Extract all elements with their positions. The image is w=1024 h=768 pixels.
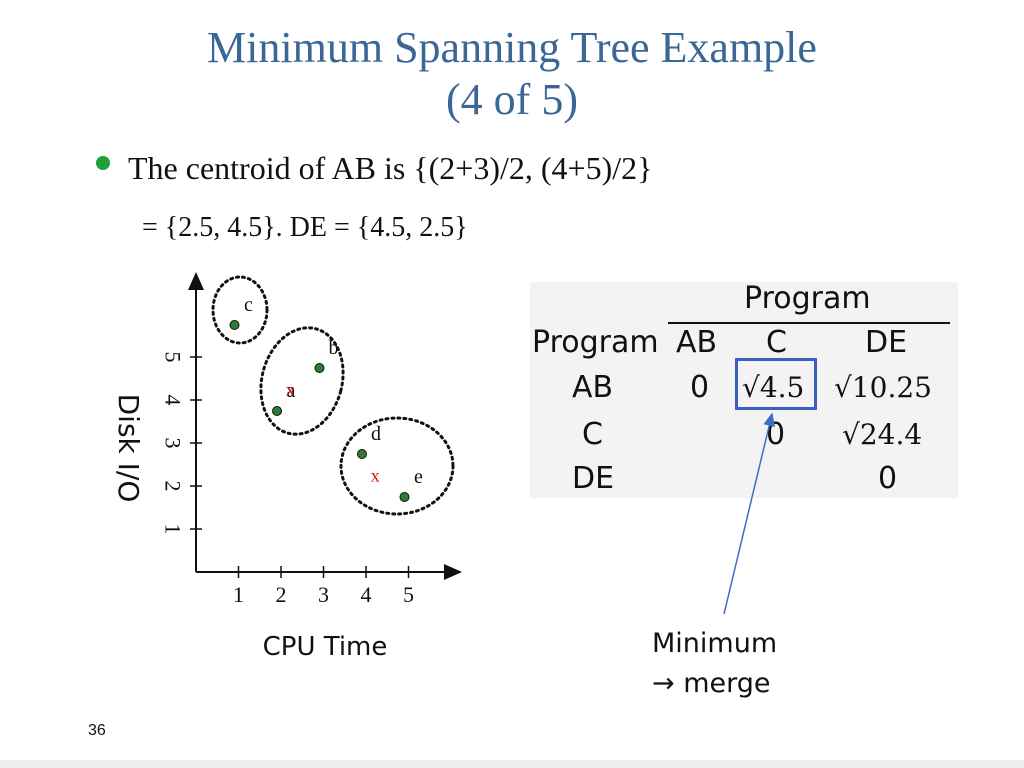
bullet-text: The centroid of AB is {(2+3)/2, (4+5)/2}: [128, 150, 653, 186]
cell-ab-ab: 0: [690, 370, 710, 405]
data-point-c: [229, 320, 240, 330]
centroid-marker: x: [371, 466, 380, 486]
cell-c-de: √24.4: [842, 418, 923, 451]
note-line-1: Minimum: [652, 628, 778, 659]
data-point-d: [357, 449, 367, 459]
cluster-c-outline: [211, 275, 269, 345]
y-tick-label: 3: [161, 438, 186, 449]
column-group-header: Program: [744, 281, 871, 316]
data-point-a: [272, 406, 282, 416]
y-tick-label: 2: [161, 481, 186, 492]
x-axis-title: CPU Time: [262, 632, 388, 662]
x-tick-label: 1: [233, 582, 244, 607]
title-line-2: (4 of 5): [446, 75, 578, 124]
point-label-e: e: [414, 466, 423, 488]
col-header-de: DE: [865, 325, 908, 360]
x-tick-label: 4: [361, 582, 372, 607]
centroid-marker: x: [286, 380, 295, 400]
row-label-ab: AB: [572, 370, 614, 405]
title-line-1: Minimum Spanning Tree Example: [207, 23, 817, 72]
pointer-line: [723, 412, 776, 615]
y-tick-label: 1: [161, 524, 186, 535]
x-tick-label: 5: [403, 582, 414, 607]
x-tick-label: 3: [318, 582, 329, 607]
note-line-2: → merge: [652, 668, 771, 699]
point-label-b: b: [329, 337, 339, 359]
row-label-de: DE: [572, 461, 615, 496]
footer-bar: [0, 760, 1024, 768]
minimum-merge-note: Minimum → merge: [652, 624, 777, 704]
cell-ab-c: √4.5: [742, 371, 805, 404]
distance-table: Program Program AB C DE AB 0 √4.5 √10.25…: [530, 282, 958, 498]
col-header-c: C: [766, 325, 787, 360]
row-label-c: C: [582, 417, 603, 452]
cluster-ab-outline: [259, 326, 345, 436]
bullet-subline: = {2.5, 4.5}. DE = {4.5, 2.5}: [142, 212, 468, 243]
table-rules: [668, 322, 950, 324]
y-tick-label: 4: [161, 395, 186, 406]
point-label-d: d: [371, 423, 381, 445]
bullet-dot-icon: [96, 156, 110, 170]
data-point-b: [314, 363, 325, 373]
cell-ab-de: √10.25: [834, 371, 932, 404]
x-tick-label: 2: [276, 582, 287, 607]
cell-de-de: 0: [878, 461, 898, 496]
y-tick-label: 5: [161, 352, 186, 363]
cluster-de-outline: [339, 416, 455, 516]
row-group-header: Program: [532, 325, 659, 360]
slide-title: Minimum Spanning Tree Example (4 of 5): [0, 22, 1024, 126]
point-label-c: c: [244, 294, 253, 316]
page-number: 36: [88, 722, 106, 739]
point-label-a: a: [287, 380, 296, 402]
data-point-e: [399, 492, 410, 502]
minimum-highlight-box: [735, 358, 817, 410]
col-header-ab: AB: [676, 325, 718, 360]
